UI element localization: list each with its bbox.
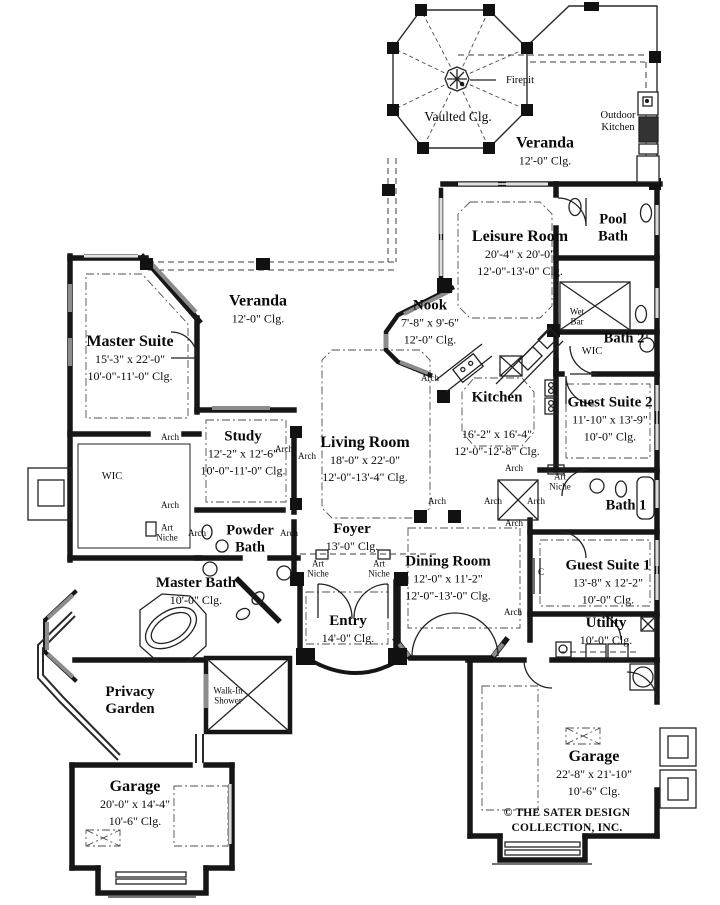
label-wic-right: WIC xyxy=(581,345,603,357)
room-label-leisure: Leisure Room 20'-4" x 20'-0" 12'-0"-13'-… xyxy=(471,228,569,279)
label-arch: Arch xyxy=(161,431,179,442)
label-arch: Arch xyxy=(421,372,439,383)
label-arch: Arch xyxy=(298,450,316,461)
room-label-powder-bath: Powder Bath xyxy=(226,522,274,555)
label-closet-c: C xyxy=(537,566,545,577)
label-arch: Arch xyxy=(188,527,206,538)
room-label-veranda-top: Veranda 12'-0" Clg. xyxy=(515,134,575,168)
room-label-garage-right: Garage 22'-8" x 21'-10" 10'-6" Clg. xyxy=(555,748,633,799)
room-label-guest-suite-1: Guest Suite 1 13'-8" x 12'-2" 10'-0" Clg… xyxy=(565,557,651,607)
room-label-bath1: Bath 1 xyxy=(605,497,647,514)
label-vaulted-clg: Vaulted Clg. xyxy=(424,109,492,125)
room-label-study: Study 12'-2" x 12'-6" 10'-0"-11'-0" Clg. xyxy=(200,428,286,478)
gazebo-radials xyxy=(392,9,528,149)
label-arch: Arch xyxy=(428,495,446,506)
posts xyxy=(140,2,661,665)
veranda-edge-dashes xyxy=(148,54,648,653)
label-arch: Arch xyxy=(505,517,523,528)
room-label-living-room: Living Room 18'-0" x 22'-0" 12'-0"-13'-4… xyxy=(320,434,410,485)
room-label-nook: Nook 7'-8" x 9'-6" 12'-0" Clg. xyxy=(400,297,460,347)
room-label-garage-left: Garage 20'-0" x 14'-4" 10'-6" Clg. xyxy=(99,778,171,829)
room-label-kitchen-dims: 16'-2" x 16'-4" 12'-0"-12'-8" Clg. xyxy=(454,427,540,458)
room-label-foyer: Foyer 13'-0" Clg. xyxy=(325,520,379,554)
label-arch: Arch xyxy=(484,495,502,506)
label-firepit: Firepit xyxy=(506,74,534,86)
room-label-kitchen: Kitchen xyxy=(471,389,523,406)
room-label-privacy-garden: Privacy Garden xyxy=(105,683,155,717)
room-label-pool-bath: Pool Bath xyxy=(598,211,628,244)
label-wic-left: WIC xyxy=(101,470,123,482)
room-label-utility: Utility 10'-0" Clg. xyxy=(579,614,633,648)
room-label-entry: Entry 14'-0" Clg. xyxy=(321,612,375,646)
room-label-dining-room: Dining Room 12'-0" x 11'-2" 12'-0"-13'-0… xyxy=(405,553,491,603)
room-label-bath2: Bath 2 xyxy=(603,330,645,347)
garden-walls xyxy=(37,611,204,763)
label-walk-in-shower: Walk-In Shower xyxy=(213,685,243,706)
label-wet-bar: Wet Bar xyxy=(569,306,585,327)
room-label-master-bath: Master Bath 10'-0" Clg. xyxy=(155,574,237,608)
fixtures xyxy=(27,66,697,898)
label-outdoor-kitchen: Outdoor Kitchen xyxy=(600,109,636,133)
room-label-guest-suite-2: Guest Suite 2 11'-10" x 13'-9" 10'-0" Cl… xyxy=(567,394,653,444)
room-label-master-suite: Master Suite 15'-3" x 22'-0" 10'-0"-11'-… xyxy=(86,333,174,384)
label-arch: Arch xyxy=(527,495,545,506)
room-label-veranda-left: Veranda 12'-0" Clg. xyxy=(228,292,288,326)
label-arch: Arch xyxy=(275,443,293,454)
label-arch: Arch xyxy=(505,462,523,473)
label-arch: Arch xyxy=(504,606,522,617)
colonnade-pier xyxy=(497,479,539,521)
credit-text: © THE SATER DESIGN COLLECTION, INC. xyxy=(503,807,631,834)
windows xyxy=(45,182,659,844)
window-mullions xyxy=(84,183,658,844)
ceiling-dashes xyxy=(85,201,651,847)
label-arch: Arch xyxy=(280,527,298,538)
label-arch: Arch xyxy=(161,499,179,510)
